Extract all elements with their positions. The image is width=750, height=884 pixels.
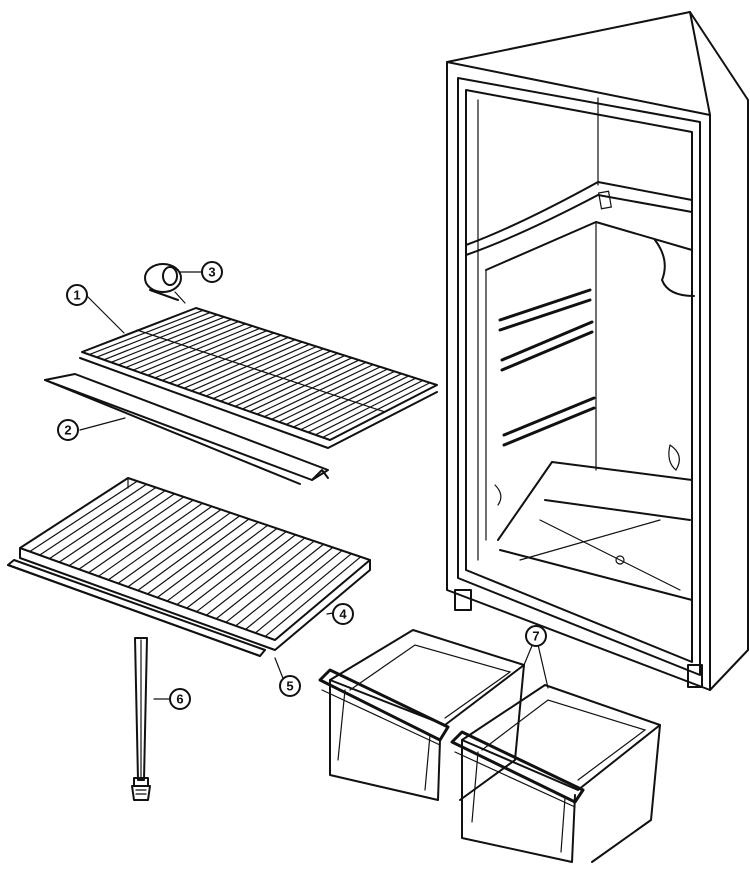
cover-rib bbox=[29, 480, 138, 553]
cover-rib bbox=[137, 515, 241, 592]
cover-rib bbox=[127, 512, 231, 588]
cover-rib bbox=[88, 499, 194, 574]
shelf-wire bbox=[256, 361, 367, 415]
cover-rib bbox=[166, 524, 269, 602]
callout-2-label: 2 bbox=[64, 423, 71, 438]
cover-rib bbox=[48, 486, 157, 560]
cover-rib bbox=[58, 490, 166, 563]
cover-rib bbox=[117, 508, 222, 584]
shelf-wire bbox=[117, 318, 233, 366]
crisper-cover bbox=[19, 477, 371, 651]
shelf-wire bbox=[234, 354, 346, 407]
cover-rib bbox=[254, 553, 352, 634]
shelf-wire bbox=[168, 334, 282, 384]
shelf-wire bbox=[292, 373, 403, 428]
cover-rib bbox=[225, 543, 325, 623]
cover-rib bbox=[176, 527, 278, 606]
cover-rib bbox=[39, 483, 148, 556]
shelf-wire bbox=[139, 325, 254, 374]
shelf-wire bbox=[227, 352, 339, 405]
shelf-wire bbox=[212, 348, 325, 400]
callout-3: 3 bbox=[201, 261, 223, 283]
callout-6-label: 6 bbox=[176, 692, 183, 707]
cover-rib bbox=[215, 540, 315, 620]
callout-3-label: 3 bbox=[208, 265, 215, 280]
callout-5-label: 5 bbox=[286, 679, 293, 694]
callout-5: 5 bbox=[279, 675, 301, 697]
shelf-wire bbox=[314, 379, 424, 436]
shelf-wire bbox=[190, 341, 303, 392]
cover-rib bbox=[68, 493, 176, 567]
callout-6: 6 bbox=[169, 688, 191, 710]
shelf-wire bbox=[307, 377, 417, 433]
shelf-wire bbox=[300, 375, 410, 431]
cover-rib bbox=[244, 549, 343, 630]
shelf-wire bbox=[285, 370, 396, 426]
shelf-wire bbox=[176, 336, 289, 387]
callout-4-label: 4 bbox=[339, 607, 347, 622]
callout-1-label: 1 bbox=[73, 288, 80, 303]
wire-shelf bbox=[79, 307, 438, 449]
cover-rib bbox=[78, 496, 185, 570]
shelf-wire bbox=[154, 330, 268, 379]
callout-4: 4 bbox=[332, 603, 354, 625]
shelf-wire bbox=[271, 366, 381, 420]
shelf-wire bbox=[110, 316, 225, 363]
shelf-wire bbox=[125, 320, 240, 369]
callout-7: 7 bbox=[525, 625, 547, 647]
shelf-wire bbox=[241, 357, 353, 410]
shelf-wire bbox=[147, 327, 261, 376]
shelf-wire bbox=[161, 332, 275, 382]
callout-7-label: 7 bbox=[532, 629, 539, 644]
shelf-wire bbox=[132, 323, 247, 371]
cover-rib bbox=[156, 521, 259, 599]
crisper-drawer-left bbox=[318, 629, 525, 801]
cover-rib bbox=[195, 534, 297, 613]
shelf-wire bbox=[198, 343, 311, 395]
shelf-wire bbox=[183, 339, 296, 389]
callout-1: 1 bbox=[66, 284, 88, 306]
shelf-wire bbox=[278, 368, 388, 423]
shelf-wire bbox=[249, 359, 360, 413]
shelf-wire bbox=[322, 382, 431, 439]
cover-rib bbox=[107, 505, 213, 581]
shelf-wire bbox=[95, 311, 211, 358]
cover-rib bbox=[264, 556, 362, 638]
shelf-wire bbox=[88, 309, 204, 356]
crisper-drawer-right bbox=[450, 684, 661, 863]
shelf-trim bbox=[44, 373, 329, 485]
callout-2: 2 bbox=[57, 419, 79, 441]
shelf-wire bbox=[263, 364, 374, 418]
shelf-wire bbox=[205, 345, 318, 397]
support-rod bbox=[131, 637, 151, 801]
refrigerator-cabinet bbox=[446, 11, 749, 691]
cover-rib bbox=[205, 537, 306, 616]
shelf-wire bbox=[103, 314, 218, 361]
cover-rib bbox=[235, 546, 334, 627]
cover-rib bbox=[97, 502, 204, 577]
shelf-stud bbox=[144, 263, 186, 304]
cover-rib bbox=[146, 518, 250, 595]
crisper-trim bbox=[7, 559, 266, 657]
shelf-wire bbox=[219, 350, 332, 402]
cover-rib bbox=[186, 531, 287, 609]
